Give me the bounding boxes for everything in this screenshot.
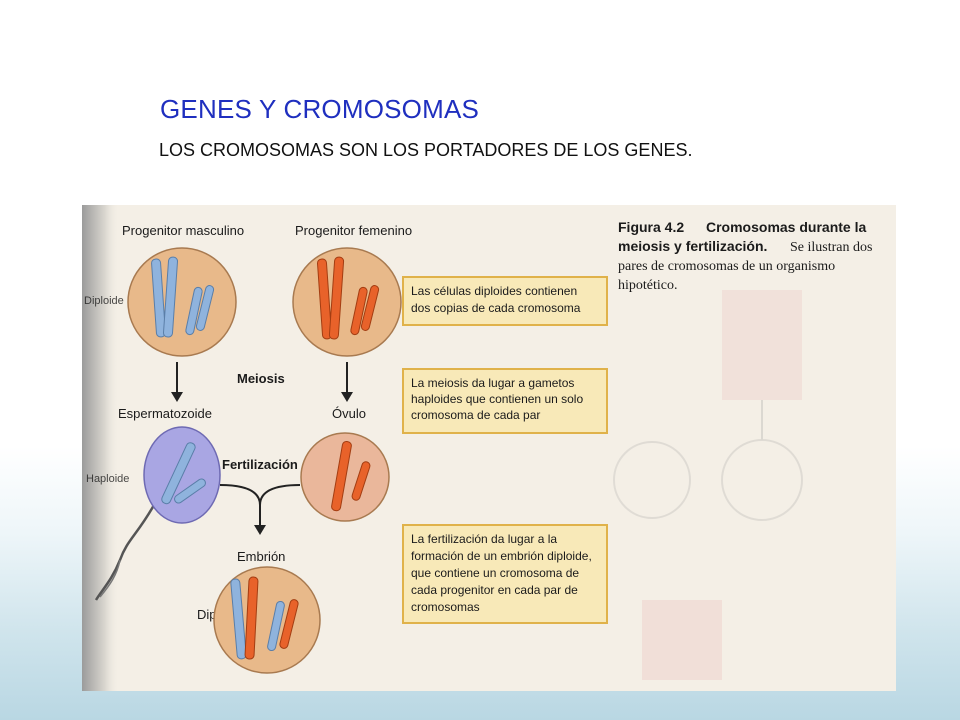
slide-subtitle: LOS CROMOSOMAS SON LOS PORTADORES DE LOS… [159, 140, 693, 160]
info-box-line: haploides que contienen un solo [411, 392, 583, 406]
caption-title: Cromosomas durante la [706, 219, 866, 235]
male-diploid-cell [127, 247, 237, 357]
page-shadow [82, 205, 120, 691]
ovum-cell [300, 432, 390, 522]
female-parent-label: Progenitor femenino [295, 223, 412, 238]
orange-chromosome-pair [316, 256, 380, 340]
caption-title-cont: meiosis y fertilización. [618, 238, 767, 254]
chromosome-figure: Progenitor masculino Progenitor femenino… [82, 205, 896, 691]
female-diploid-cell [292, 247, 402, 357]
ovum-label: Óvulo [332, 406, 366, 421]
info-box-meiosis: La meiosis da lugar a gametos haploides … [402, 368, 608, 434]
info-box-line: dos copias de cada cromosoma [411, 301, 581, 315]
info-box-line: La fertilización da lugar a la [411, 532, 557, 546]
embryo-label: Embrión [237, 549, 285, 564]
info-box-line: que contiene un cromosoma de [411, 566, 579, 580]
caption-text: pares de cromosomas de un organismo [618, 259, 835, 274]
fertilization-label: Fertilización [222, 457, 298, 472]
meiosis-arrows [171, 362, 353, 402]
diploid-side-label: Diploide [84, 295, 124, 307]
male-parent-label: Progenitor masculino [122, 223, 244, 238]
info-box-line: cromosomas [411, 600, 480, 614]
blue-chromosome-pair [151, 256, 215, 338]
figure-caption: Figura 4.2 Cromosomas durante la meiosis… [618, 219, 872, 293]
faded-background-diagram [613, 290, 803, 680]
figure-canvas: Progenitor masculino Progenitor femenino… [82, 205, 896, 691]
sperm-label: Espermatozoide [118, 406, 212, 421]
info-box-line: formación de un embrión diploide, [411, 549, 592, 563]
info-box-line: cromosoma de cada par [411, 408, 540, 422]
embryo-cell [213, 566, 321, 674]
haploid-side-label: Haploide [86, 473, 129, 485]
info-box-line: La meiosis da lugar a gametos [411, 376, 574, 390]
fertilization-arrow [219, 484, 301, 535]
meiosis-label: Meiosis [237, 371, 285, 386]
info-box-diploid: Las células diploides contienen dos copi… [402, 276, 608, 326]
sperm-cell [94, 426, 221, 601]
caption-text: hipotético. [618, 278, 678, 293]
info-box-fertilization: La fertilización da lugar a la formación… [402, 524, 608, 624]
info-box-line: Las células diploides contienen [411, 284, 577, 298]
figure-number: Figura 4.2 [618, 219, 684, 235]
caption-text: Se ilustran dos [790, 240, 872, 255]
info-box-line: cada progenitor en cada par de [411, 583, 578, 597]
slide-title: GENES Y CROMOSOMAS [160, 94, 480, 124]
